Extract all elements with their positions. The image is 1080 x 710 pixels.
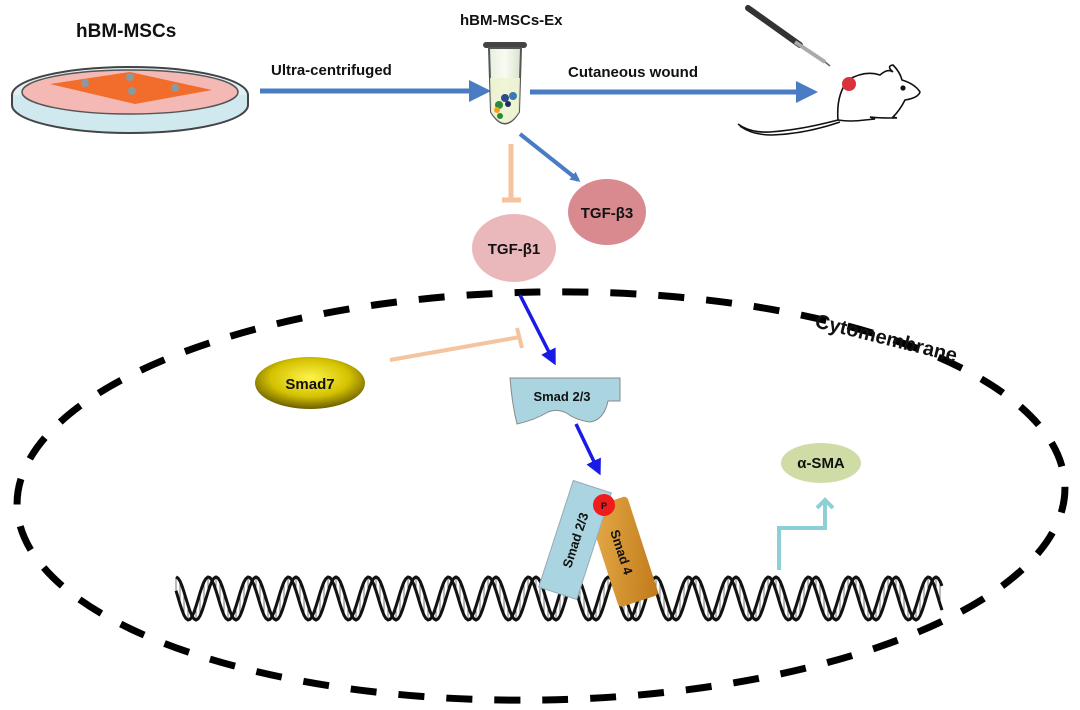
smad23-bound-node: Smad 2/3 [538, 479, 612, 601]
ultra-centrifuged-label: Ultra-centrifuged [271, 62, 392, 79]
tgf-b1-node [472, 214, 556, 282]
mouse-icon [737, 64, 921, 136]
hbm-mscs-ex-label: hBM-MSCs-Ex [460, 12, 563, 29]
activation-exosome-tgfb3 [518, 132, 581, 182]
syringe-icon [745, 5, 831, 67]
phosphate-label: P [601, 501, 607, 511]
cytomembrane [13, 288, 1069, 704]
cytomembrane-label: Cytomembrane [813, 311, 960, 368]
exosome-tube-icon [483, 42, 527, 125]
wound-site-icon [842, 77, 856, 91]
hbm-mscs-label: hBM-MSCs [76, 21, 176, 42]
smad7-node [255, 357, 365, 409]
inhibition-smad7-smad23 [389, 335, 521, 362]
transcription-arrow [777, 497, 835, 570]
dna-strand [175, 575, 944, 622]
petri-dish-icon [11, 66, 249, 134]
dna-strand [174, 575, 944, 622]
smad23-to-complex-arrow [574, 423, 601, 476]
smad7-label: Smad7 [285, 376, 334, 393]
tgfb1-to-smad23-arrow [518, 294, 556, 366]
asma-node [781, 443, 861, 483]
tgf-b3-node [568, 179, 646, 245]
tgf-b1-label: TGF-β1 [488, 241, 541, 258]
smad4-node: Smad 4 [587, 496, 658, 607]
smad23-node [509, 377, 621, 425]
cutaneous-wound-label: Cutaneous wound [568, 64, 698, 81]
smad23-label: Smad 2/3 [533, 389, 590, 404]
tgf-b3-label: TGF-β3 [581, 205, 634, 222]
inhibition-bar-smad23 [515, 327, 524, 349]
phosphate-icon [593, 494, 615, 516]
asma-label: α-SMA [797, 455, 845, 472]
